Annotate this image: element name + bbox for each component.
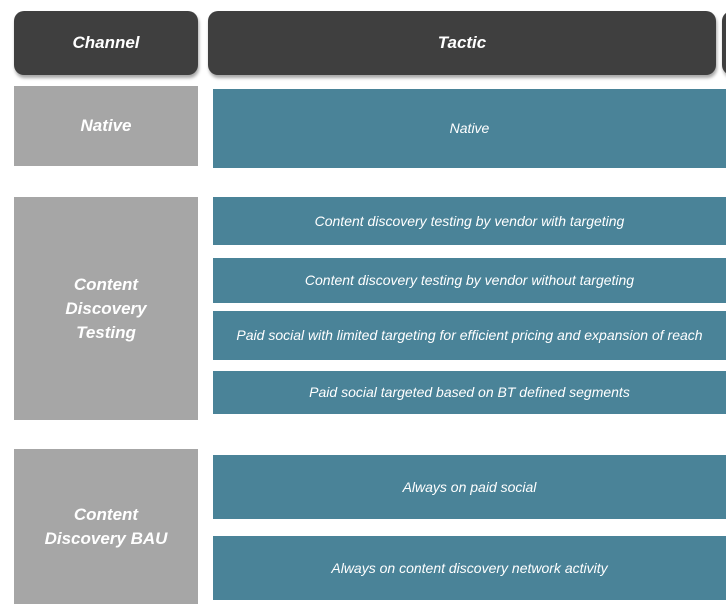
tactic-bau-1-label: Always on paid social [402,478,537,495]
tactic-cd-testing-1-label: Content discovery testing by vendor with… [314,212,625,229]
tactic-cd-testing-3: Paid social with limited targeting for e… [213,311,726,360]
channel-content-discovery-testing-label: Content Discovery Testing [65,274,147,342]
tactic-cd-testing-4: Paid social targeted based on BT defined… [213,371,726,414]
channel-native: Native [14,86,198,166]
next-column-header [722,11,726,75]
channel-content-discovery-testing: Content Discovery Testing [14,197,198,420]
tactic-cd-testing-3-label: Paid social with limited targeting for e… [236,327,703,343]
tactic-bau-2-label: Always on content discovery network acti… [331,559,608,576]
channel-content-discovery-bau-label: Content Discovery BAU [44,504,168,548]
channel-header-label: Channel [72,33,140,52]
channel-content-discovery-bau: Content Discovery BAU [14,449,198,604]
tactic-cd-testing-2-label: Content discovery testing by vendor with… [304,272,635,288]
tactic-native: Native [213,89,726,168]
tactic-native-label: Native [449,120,490,136]
tactic-header-label: Tactic [437,33,487,52]
channel-header: Channel [14,11,198,75]
tactic-header: Tactic [208,11,716,75]
tactic-cd-testing-2: Content discovery testing by vendor with… [213,258,726,303]
tactic-bau-1: Always on paid social [213,455,726,519]
tactic-cd-testing-4-label: Paid social targeted based on BT defined… [309,384,630,400]
tactic-bau-2: Always on content discovery network acti… [213,536,726,600]
channel-native-label: Native [80,116,132,135]
tactic-cd-testing-1: Content discovery testing by vendor with… [213,197,726,245]
